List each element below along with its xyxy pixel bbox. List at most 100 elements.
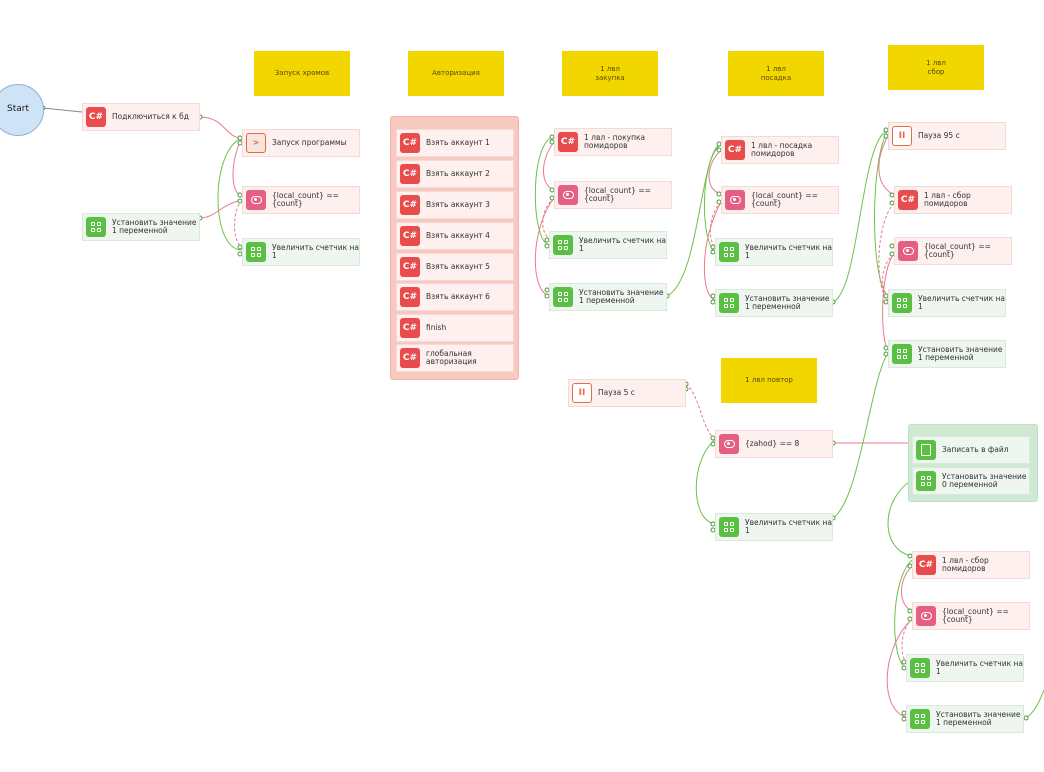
csharp-icon: C# bbox=[725, 140, 745, 160]
wire bbox=[199, 199, 243, 219]
wire bbox=[534, 136, 555, 246]
node-inc1[interactable]: Увеличить счетчик на 1 bbox=[242, 238, 360, 266]
node-label: Записать в файл bbox=[942, 444, 1009, 454]
label-level1-repeat: 1 лвл повтор bbox=[721, 358, 817, 403]
node-setvar3[interactable]: Установить значение 1 переменной bbox=[715, 289, 833, 317]
node-label: {local_count} == {count} bbox=[584, 185, 651, 203]
wire bbox=[878, 135, 895, 196]
node-label: Установить значение 1 переменной bbox=[745, 293, 830, 311]
node-acc3[interactable]: C#Взять аккаунт 3 bbox=[396, 191, 514, 219]
node-acc1[interactable]: C#Взять аккаунт 1 bbox=[396, 129, 514, 157]
wire bbox=[832, 352, 889, 519]
port-dot[interactable] bbox=[1023, 715, 1029, 721]
wire bbox=[542, 197, 555, 239]
node-connect[interactable]: C# Подключиться к бд bbox=[82, 103, 200, 131]
csharp-icon: C# bbox=[558, 132, 578, 152]
wire bbox=[234, 199, 243, 248]
node-inc3[interactable]: Увеличить счетчик на 1 bbox=[715, 238, 833, 266]
label-launch-chrome: Запуск хромов bbox=[254, 51, 350, 96]
condition-icon bbox=[719, 434, 739, 454]
node-cond3[interactable]: {local_count} == {count} bbox=[721, 186, 839, 214]
node-inc5[interactable]: Увеличить счетчик на 1 bbox=[888, 289, 1006, 317]
node-setvar0[interactable]: Установить значение 0 переменной bbox=[912, 467, 1030, 495]
node-writefile[interactable]: Записать в файл bbox=[912, 436, 1030, 464]
node-global[interactable]: C#глобальная авторизация bbox=[396, 344, 514, 372]
wire bbox=[894, 559, 913, 669]
variable-icon bbox=[553, 287, 573, 307]
node-cond4[interactable]: {local_count} == {count} bbox=[894, 237, 1012, 265]
node-label: finish bbox=[426, 322, 447, 332]
wire bbox=[882, 253, 895, 297]
variable-icon bbox=[892, 344, 912, 364]
node-label: {zahod} == 8 bbox=[745, 438, 800, 448]
node-launch[interactable]: > Запуск программы bbox=[242, 129, 360, 157]
node-setvar4[interactable]: Установить значение 1 переменной bbox=[888, 340, 1006, 368]
node-label: 1 лвл - покупка помидоров bbox=[584, 132, 646, 150]
node-harvest[interactable]: C#1 лвл - сбор помидоров bbox=[894, 186, 1012, 214]
node-acc6[interactable]: C#Взять аккаунт 6 bbox=[396, 283, 514, 311]
csharp-icon: C# bbox=[400, 164, 420, 184]
node-label: Увеличить счетчик на 1 bbox=[745, 517, 833, 535]
variable-icon bbox=[916, 471, 936, 491]
node-inc4[interactable]: Увеличить счетчик на 1 bbox=[715, 513, 833, 541]
node-inc2[interactable]: Увеличить счетчик на 1 bbox=[549, 231, 667, 259]
wire bbox=[708, 149, 722, 195]
program-icon: > bbox=[246, 133, 266, 153]
node-cond2[interactable]: {local_count} == {count} bbox=[554, 181, 672, 209]
node-finish[interactable]: C# finish bbox=[396, 314, 514, 342]
wire bbox=[695, 439, 716, 525]
node-plant[interactable]: C# 1 лвл - посадка помидоров bbox=[721, 136, 839, 164]
node-label: Запуск программы bbox=[272, 137, 347, 147]
node-acc5[interactable]: C# Взять аккаунт 5 bbox=[396, 253, 514, 281]
csharp-icon: C# bbox=[400, 257, 420, 277]
start-label: Start bbox=[7, 104, 29, 114]
start-node[interactable]: Start bbox=[0, 84, 44, 136]
node-zahod[interactable]: {zahod} == 8 bbox=[715, 430, 833, 458]
wire bbox=[543, 141, 555, 191]
wire bbox=[703, 143, 722, 253]
node-cond1[interactable]: {local_count} == {count} bbox=[242, 186, 360, 214]
node-label: Увеличить счетчик на 1 bbox=[936, 658, 1024, 676]
wire bbox=[832, 129, 889, 303]
wire bbox=[887, 479, 913, 557]
variable-icon bbox=[553, 235, 573, 255]
condition-icon bbox=[916, 606, 936, 626]
node-setvar1[interactable]: Установить значение 1 переменной bbox=[82, 213, 200, 241]
node-label: Взять аккаунт 4 bbox=[426, 230, 490, 240]
node-label: Подключиться к бд bbox=[112, 111, 189, 121]
node-label: Установить значение 1 переменной bbox=[112, 217, 197, 235]
node-acc2[interactable]: C# Взять аккаунт 2 bbox=[396, 160, 514, 188]
variable-icon bbox=[719, 293, 739, 313]
node-cond5[interactable]: {local_count} == {count} bbox=[912, 602, 1030, 630]
csharp-icon: C# bbox=[86, 107, 106, 127]
node-label: Увеличить счетчик на 1 bbox=[579, 235, 667, 253]
wire bbox=[878, 202, 895, 301]
node-buy[interactable]: C# 1 лвл - покупка помидоров bbox=[554, 128, 672, 156]
wire bbox=[882, 253, 895, 351]
node-label: 1 лвл - посадка помидоров bbox=[751, 140, 813, 158]
node-setvar5[interactable]: Установить значение 1 переменной bbox=[906, 705, 1024, 733]
variable-icon bbox=[719, 242, 739, 262]
node-label: {local_count} == {count} bbox=[272, 190, 339, 208]
wire bbox=[534, 197, 555, 297]
node-label: {local_count} == {count} bbox=[942, 606, 1009, 624]
csharp-icon: C# bbox=[400, 195, 420, 215]
csharp-icon: C# bbox=[400, 318, 420, 338]
csharp-icon: C# bbox=[400, 287, 420, 307]
pause-icon: II bbox=[892, 126, 912, 146]
node-harvest2[interactable]: C#1 лвл - сбор помидоров bbox=[912, 551, 1030, 579]
condition-icon bbox=[558, 185, 578, 205]
node-label: Пауза 5 с bbox=[598, 387, 635, 397]
node-setvar2[interactable]: Установить значение 1 переменной bbox=[549, 283, 667, 311]
node-label: Взять аккаунт 5 bbox=[426, 261, 490, 271]
label-authorization: Авторизация bbox=[408, 51, 504, 96]
node-label: Установить значение 1 переменной bbox=[918, 344, 1003, 362]
wire bbox=[685, 383, 716, 441]
node-acc4[interactable]: C#Взять аккаунт 4 bbox=[396, 222, 514, 250]
node-label: Увеличить счетчик на 1 bbox=[272, 242, 360, 260]
node-label: Взять аккаунт 2 bbox=[426, 168, 490, 178]
node-inc6[interactable]: Увеличить счетчик на 1 bbox=[906, 654, 1024, 682]
